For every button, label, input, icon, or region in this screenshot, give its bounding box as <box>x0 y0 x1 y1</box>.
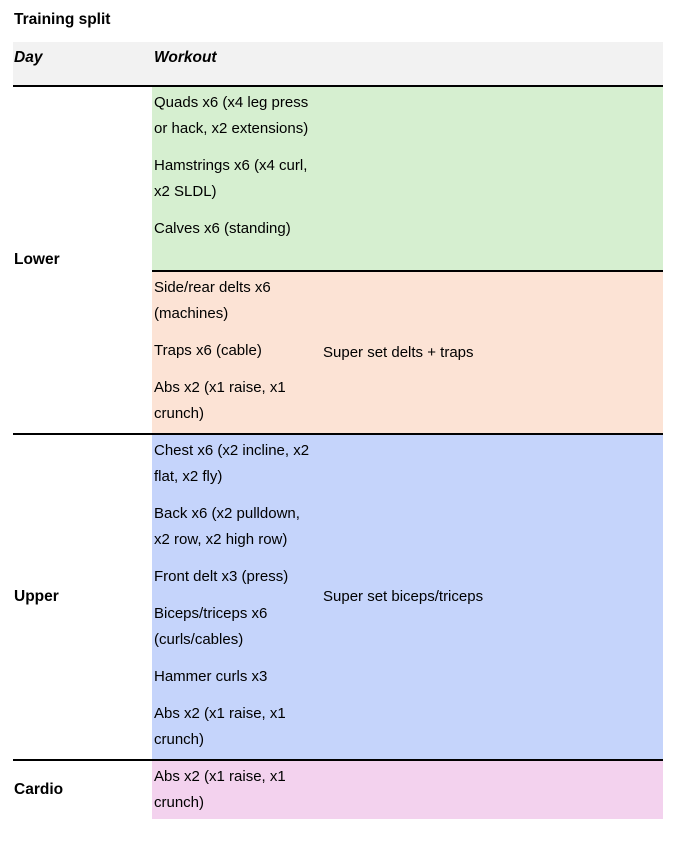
workout-item: Hammer curls x3 <box>154 668 268 685</box>
workout-item: Abs x2 (x1 raise, x1 crunch) <box>154 768 286 811</box>
workout-cell-lower-shoulders: Side/rear delts x6 (machines) Traps x6 (… <box>152 271 323 434</box>
workout-item: Abs x2 (x1 raise, x1 crunch) <box>154 705 286 748</box>
day-cell-lower: Lower <box>13 86 152 434</box>
column-header-workout: Workout <box>152 42 323 87</box>
table-row: Side/rear delts x6 (machines) Traps x6 (… <box>13 271 663 434</box>
workout-cell-cardio: Abs x2 (x1 raise, x1 crunch) <box>152 759 323 819</box>
workout-cell-upper: Chest x6 (x2 incline, x2 flat, x2 fly) B… <box>152 433 323 760</box>
note-cell-upper: Super set biceps/triceps <box>323 433 663 760</box>
workout-item: Hamstrings x6 (x4 curl, x2 SLDL) <box>154 157 308 200</box>
table-row: Lower Quads x6 (x4 leg press or hack, x2… <box>13 86 663 434</box>
table-header-row: Day Workout <box>13 42 663 87</box>
workout-item: Calves x6 (standing) <box>154 220 291 237</box>
table-row: Cardio Abs x2 (x1 raise, x1 crunch) <box>13 759 663 819</box>
workout-cell-lower-legs: Quads x6 (x4 leg press or hack, x2 exten… <box>152 86 323 272</box>
column-header-notes-empty <box>323 42 663 87</box>
workout-item: Biceps/triceps x6 (curls/cables) <box>154 605 268 648</box>
workout-item: Back x6 (x2 pulldown, x2 row, x2 high ro… <box>154 505 300 548</box>
workout-item: Side/rear delts x6 (machines) <box>154 279 271 322</box>
day-cell-cardio: Cardio <box>13 759 152 819</box>
document-page: Training split Day Workout Lower Quads x… <box>13 11 663 819</box>
training-split-table: Day Workout Lower Quads x6 (x4 leg press… <box>13 42 663 819</box>
workout-item: Abs x2 (x1 raise, x1 crunch) <box>154 379 286 422</box>
workout-item: Quads x6 (x4 leg press or hack, x2 exten… <box>154 94 309 137</box>
day-cell-upper: Upper <box>13 433 152 760</box>
column-header-day: Day <box>13 42 152 87</box>
table-row: Upper Chest x6 (x2 incline, x2 flat, x2 … <box>13 433 663 760</box>
note-cell-lower-legs <box>323 86 663 272</box>
workout-item: Traps x6 (cable) <box>154 342 262 359</box>
page-title: Training split <box>14 11 111 28</box>
workout-item: Front delt x3 (press) <box>154 568 289 585</box>
note-cell-lower-shoulders: Super set delts + traps <box>323 271 663 434</box>
note-cell-cardio <box>323 759 663 819</box>
workout-item: Chest x6 (x2 incline, x2 flat, x2 fly) <box>154 442 310 485</box>
